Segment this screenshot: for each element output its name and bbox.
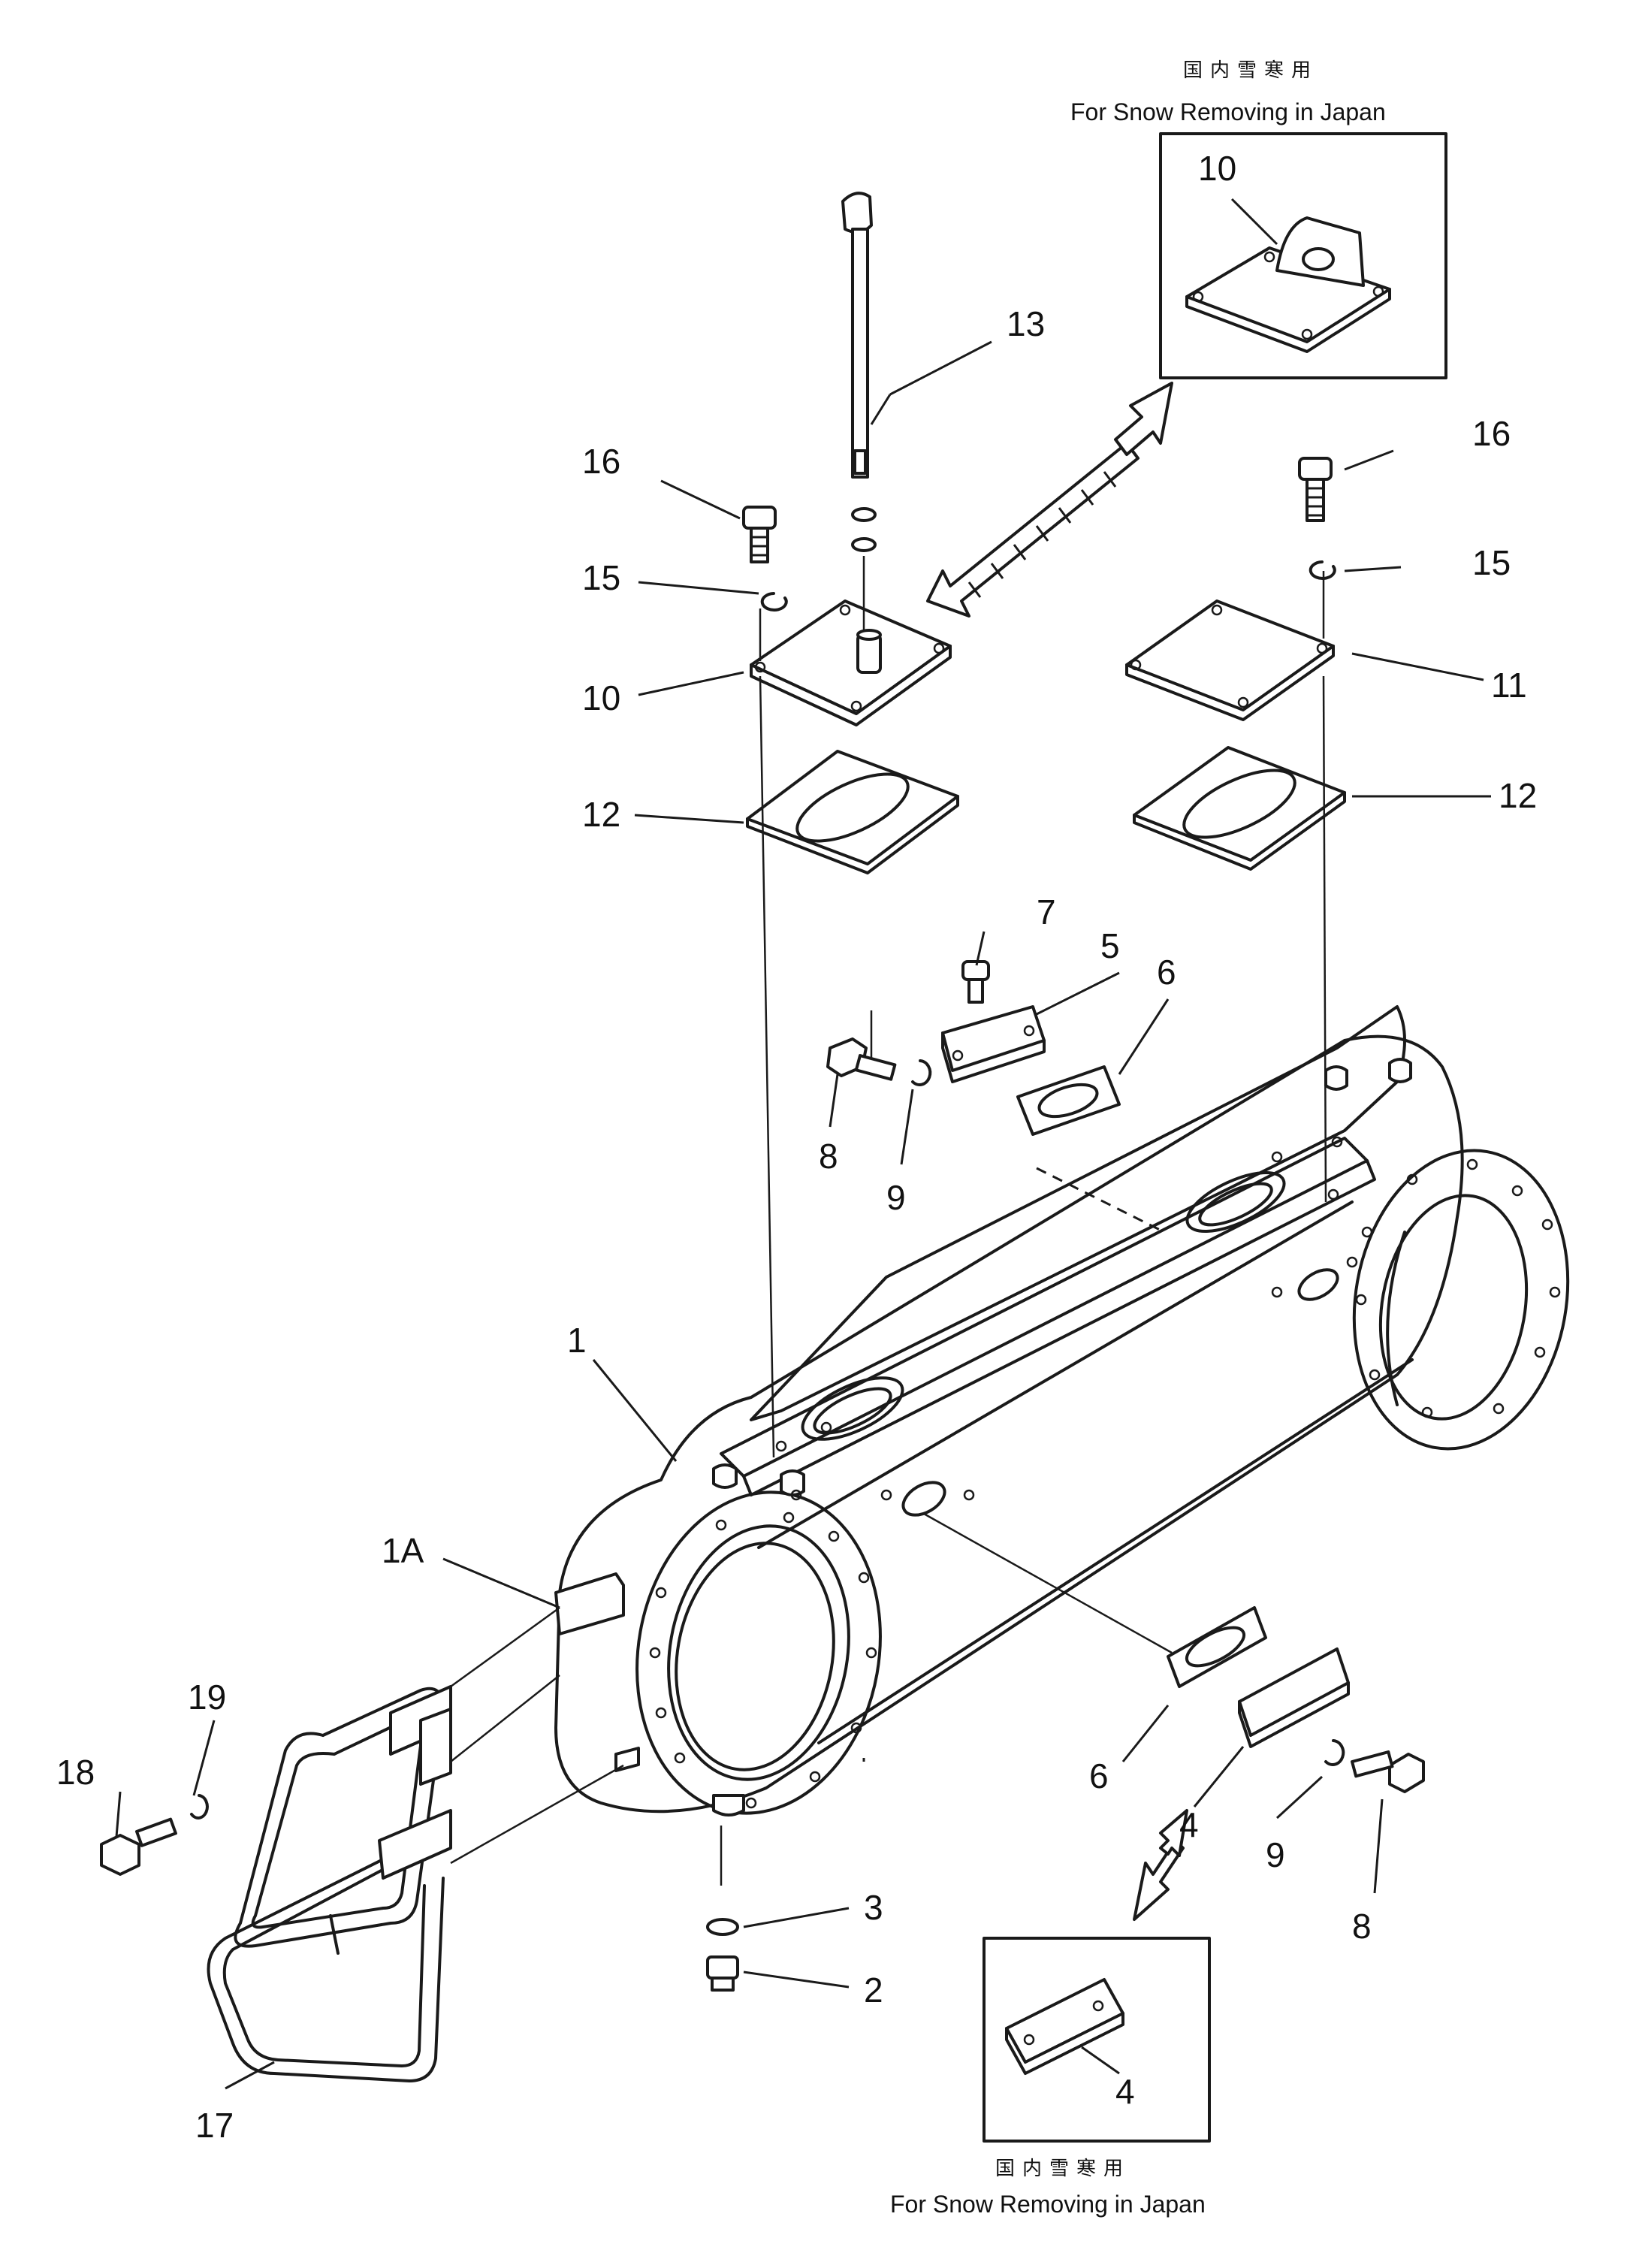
callout-19: 19: [188, 1678, 226, 1717]
callout-1: 1: [567, 1321, 587, 1360]
bolt-8-upper: [826, 1037, 897, 1081]
callout-4-inset: 4: [1115, 2072, 1135, 2111]
callout-10: 10: [582, 678, 620, 717]
alignment-lines: [450, 556, 1327, 1886]
inset-top: 10 国内雪寒用 For Snow Removing in Japan: [1070, 59, 1447, 379]
inset-bottom-jp-caption: 国内雪寒用: [995, 2158, 1130, 2180]
callout-2: 2: [864, 1971, 883, 2010]
callout-4: 4: [1179, 1805, 1199, 1844]
washer-9-lower: [1324, 1739, 1345, 1766]
washer-19: [190, 1794, 209, 1820]
callout-13: 13: [1007, 304, 1045, 343]
inset-top-caption: For Snow Removing in Japan: [1070, 98, 1386, 125]
callout-9-upper: 9: [886, 1178, 906, 1217]
callout-6-upper: 6: [1157, 953, 1176, 992]
drain-plug-2: [706, 1955, 739, 1992]
callout-8-lower: 8: [1352, 1907, 1372, 1946]
gasket-12-right: [1133, 746, 1346, 871]
callout-16-left: 16: [582, 442, 620, 481]
washer-9-upper: [911, 1059, 932, 1086]
washer-15-right: [1309, 560, 1336, 580]
plug-7: [961, 960, 990, 1004]
mount-lug-1a: [554, 1572, 625, 1635]
callout-5: 5: [1100, 926, 1120, 965]
bolt-8-lower: [1350, 1750, 1425, 1793]
callout-10-inset: 10: [1198, 149, 1236, 188]
bolt-16-right: [1298, 457, 1333, 522]
callout-16-right: 16: [1472, 414, 1511, 453]
bolt-18: [100, 1817, 177, 1876]
callout-18: 18: [56, 1753, 95, 1792]
callout-15-right: 15: [1472, 543, 1511, 582]
callout-9-lower: 9: [1266, 1835, 1285, 1874]
cover-5: [941, 1005, 1046, 1083]
callout-6-lower: 6: [1089, 1756, 1109, 1795]
o-ring-3: [706, 1918, 739, 1936]
leader-lines: [115, 340, 1491, 2090]
reference-arrow-top: [926, 382, 1173, 618]
reference-arrow-bottom: [1133, 1809, 1188, 1921]
washer-15-left: [760, 592, 788, 612]
dipstick-13: [841, 192, 877, 552]
gasket-6-upper: [1016, 1065, 1121, 1136]
callout-15-left: 15: [582, 558, 620, 597]
inset-bottom: 4 国内雪寒用 For Snow Removing in Japan: [890, 1937, 1211, 2218]
bolt-16-left: [742, 506, 777, 563]
callout-12-right: 12: [1499, 776, 1537, 815]
callout-1A: 1A: [382, 1531, 424, 1570]
main-housing: [554, 1005, 1570, 1817]
gasket-6-lower: [1167, 1606, 1267, 1688]
inset-bottom-caption: For Snow Removing in Japan: [890, 2191, 1206, 2218]
callout-3: 3: [864, 1888, 883, 1927]
inset-top-jp-caption: 国内雪寒用: [1183, 59, 1318, 82]
cover-4: [1238, 1647, 1350, 1748]
cover-plate-11: [1125, 599, 1335, 721]
cover-plate-10: [750, 599, 952, 726]
callout-11: 11: [1491, 666, 1527, 705]
guard-handle-17: [207, 1685, 452, 2082]
gasket-12-left: [746, 750, 959, 874]
callouts: 13 16 16 15 15 10 11 12 12 7 5 6 8 9 1 1…: [56, 304, 1537, 2145]
callout-12-left: 12: [582, 795, 620, 834]
callout-7: 7: [1037, 892, 1056, 932]
callout-8-upper: 8: [819, 1137, 838, 1176]
callout-17: 17: [195, 2106, 234, 2145]
